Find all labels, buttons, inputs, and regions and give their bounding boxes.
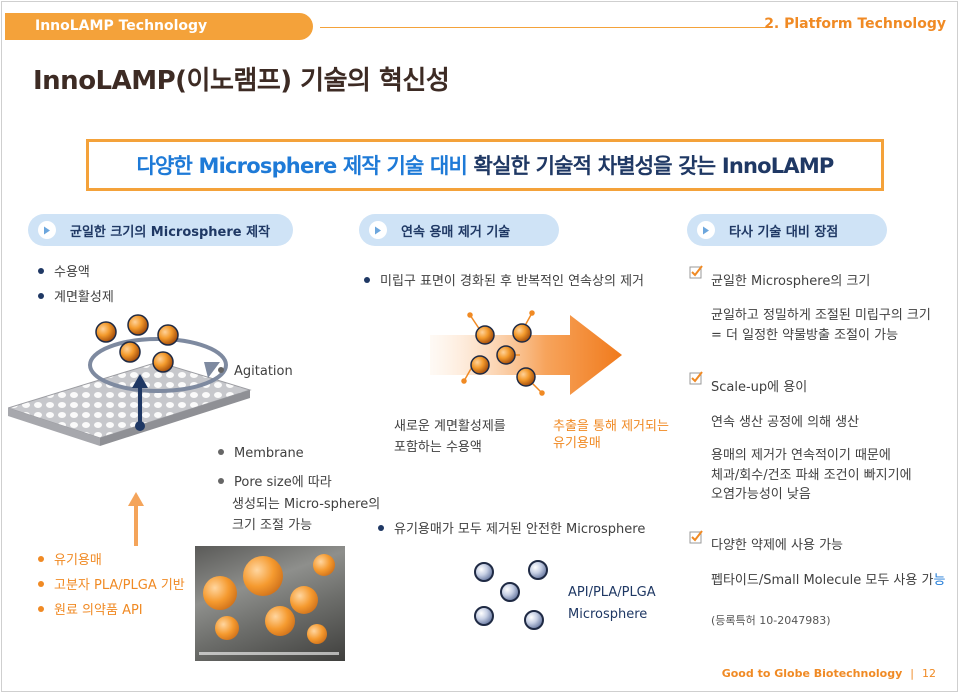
solvent-caption-line2: 유기용매 (553, 436, 601, 451)
microsphere (470, 355, 490, 375)
microsphere (157, 324, 179, 346)
header-divider (320, 27, 772, 28)
highlight-box: 다양한 Microsphere 제작 기술 대비 확실한 기술적 차별성을 갖는… (86, 139, 884, 191)
pill-uniform-microsphere: 균일한 크기의 Microsphere 제작 (28, 214, 293, 246)
microsphere (500, 582, 520, 602)
bullet-icon (38, 605, 44, 612)
bullet-icon (378, 524, 384, 531)
microsphere (528, 560, 548, 580)
microsphere (512, 323, 532, 343)
advantage-3-title: 다양한 약제에 사용 가능 (711, 538, 843, 553)
orange-up-arrow (128, 492, 144, 546)
bullet-icon (38, 267, 44, 274)
pill-label: 균일한 크기의 Microsphere 제작 (70, 224, 271, 240)
footer: Good to Globe Biotechnology | 12 (722, 667, 936, 680)
advantage-2-desc1: 연속 생산 공정에 의해 생산 (711, 415, 860, 430)
microsphere (474, 562, 494, 582)
play-icon (38, 221, 56, 239)
list-item: 수용액 (38, 261, 90, 280)
microsphere (127, 314, 149, 336)
solvent-removal-arrow (430, 310, 622, 396)
section-label: 2. Platform Technology (764, 16, 946, 32)
microsphere (95, 321, 117, 343)
pore-size-label: Pore size에 따라 (218, 471, 332, 490)
bullet-icon (38, 292, 44, 299)
pore-size-label-line3: 크기 조절 가능 (232, 518, 313, 533)
pill-solvent-removal: 연속 용매 제거 기술 (359, 214, 559, 246)
footer-tagline: Good to Globe Biotechnology (721, 667, 903, 680)
bullet-icon (364, 276, 370, 283)
highlight-accent: 다양한 Microsphere 제작 기술 대비 (136, 154, 468, 178)
page-number: 12 (922, 667, 936, 680)
microsphere (152, 351, 174, 373)
bullet-icon (218, 448, 224, 455)
list-item: 원료 의약품 API (38, 599, 143, 618)
aqueous-caption-line1: 새로운 계면활성제를 (394, 419, 506, 434)
bullet-icon (38, 555, 44, 562)
advantage-2-desc2-line2: 체과/회수/건조 파쇄 조건이 빠지기에 (711, 468, 912, 483)
microsphere (524, 610, 544, 630)
advantage-1-desc-line2: = 더 일정한 약물방출 조절이 가능 (711, 328, 899, 343)
microsphere (496, 345, 516, 365)
aqueous-caption-line2: 포함하는 수용액 (394, 440, 482, 455)
bullet-icon (218, 366, 224, 373)
pill-advantages: 타사 기술 대비 장점 (687, 214, 887, 246)
agitation-label: Agitation (218, 364, 293, 379)
play-icon (697, 221, 715, 239)
microsphere (119, 341, 141, 363)
microsphere (474, 606, 494, 626)
footer-separator: | (910, 667, 914, 680)
advantage-3-desc: 펩타이드/Small Molecule 모두 사용 가능 (711, 573, 946, 588)
advantage-2-desc2-line1: 용매의 제거가 연속적이기 때문에 (711, 448, 891, 463)
pore-size-label-line2: 생성되는 Micro-sphere의 (232, 497, 381, 512)
bullet-icon (38, 580, 44, 587)
list-item: 계면활성제 (38, 286, 114, 305)
play-icon (369, 221, 387, 239)
advantage-1-desc-line1: 균일하고 정밀하게 조절된 미립구의 크기 (711, 308, 931, 323)
list-item: 미립구 표면이 경화된 후 반복적인 연속상의 제거 (364, 270, 644, 289)
agitation-arrow (88, 337, 228, 393)
check-icon (689, 371, 703, 385)
solvent-caption-line1: 추출을 통해 제거되는 (553, 419, 669, 434)
microsphere (475, 325, 495, 345)
bullet-icon (218, 477, 224, 484)
check-icon (689, 530, 703, 544)
brand-tab: InnoLAMP Technology (5, 13, 313, 40)
pill-label: 연속 용매 제거 기술 (401, 224, 511, 240)
pill-label: 타사 기술 대비 장점 (729, 224, 839, 240)
advantage-2-desc2-line3: 오염가능성이 낮음 (711, 487, 811, 502)
patent-note: (등록특허 10-2047983) (711, 614, 831, 627)
microsphere-photo (195, 546, 345, 661)
membrane-label: Membrane (218, 446, 304, 461)
microsphere (516, 367, 536, 387)
list-item: 유기용매가 모두 제거된 안전한 Microsphere (378, 518, 645, 537)
sphere-label-line2: Microsphere (568, 607, 648, 622)
membrane-illustration (8, 314, 252, 446)
list-item: 고분자 PLA/PLGA 기반 (38, 574, 185, 593)
highlight-rest: 확실한 기술적 차별성을 갖는 InnoLAMP (467, 154, 835, 178)
page-title: InnoLAMP(이노램프) 기술의 혁신성 (33, 66, 450, 96)
advantage-2-title: Scale-up에 용이 (711, 380, 808, 395)
list-item: 유기용매 (38, 549, 102, 568)
advantage-1-title: 균일한 Microsphere의 크기 (711, 274, 871, 289)
final-microspheres (474, 560, 548, 630)
sphere-label-line1: API/PLA/PLGA (568, 585, 656, 600)
check-icon (689, 265, 703, 279)
